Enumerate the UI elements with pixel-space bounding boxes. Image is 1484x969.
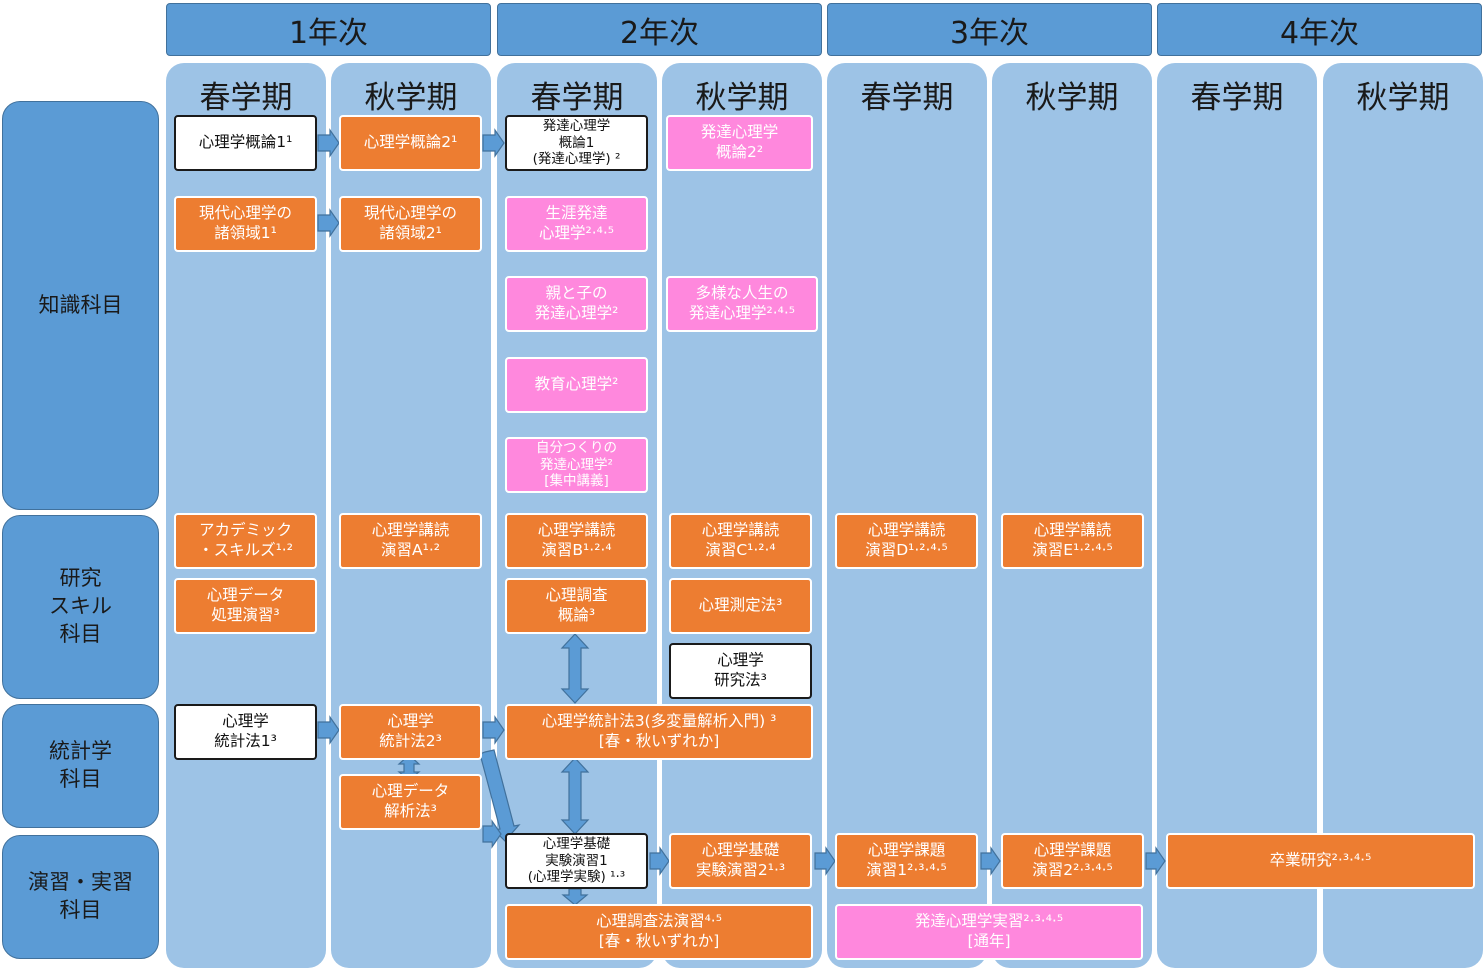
year-header-1: 1年次 bbox=[166, 3, 491, 56]
arrow-right bbox=[1145, 846, 1166, 876]
course-gairon1: 心理学概論1¹ bbox=[174, 115, 317, 171]
semester-label: 春学期 bbox=[1190, 80, 1284, 116]
course-toukei2: 心理学 統計法2³ bbox=[339, 704, 482, 760]
course-kadai2: 心理学課題 演習2²·³·⁴·⁵ bbox=[1001, 833, 1144, 889]
semester-label: 春学期 bbox=[530, 80, 624, 116]
arrow-vertical-double bbox=[560, 633, 590, 704]
semester-label: 秋学期 bbox=[695, 80, 789, 116]
year-header-3: 3年次 bbox=[827, 3, 1152, 56]
course-kenkyuho: 心理学 研究法³ bbox=[669, 643, 812, 699]
category-statistics: 統計学 科目 bbox=[2, 704, 159, 828]
arrow-right bbox=[482, 819, 502, 849]
course-data-shori: 心理データ 処理演習³ bbox=[174, 578, 317, 634]
semester-label: 秋学期 bbox=[364, 80, 458, 116]
course-kyouiku: 教育心理学² bbox=[505, 357, 648, 413]
course-kadai1: 心理学課題 演習1²·³·⁴·⁵ bbox=[835, 833, 978, 889]
year-header-2: 2年次 bbox=[497, 3, 822, 56]
course-kodoku-c: 心理学講読 演習C¹·²·⁴ bbox=[669, 513, 812, 569]
year-header-4: 4年次 bbox=[1157, 3, 1482, 56]
course-kiso1: 心理学基礎 実験演習1 (心理学実験) ¹·³ bbox=[505, 833, 648, 889]
arrow-vertical-double bbox=[560, 757, 590, 835]
course-kodoku-a: 心理学講読 演習A¹·² bbox=[339, 513, 482, 569]
arrow-right bbox=[814, 846, 836, 876]
course-tayou: 多様な人生の 発達心理学²·⁴·⁵ bbox=[666, 276, 818, 332]
category-research-skills: 研究 スキル 科目 bbox=[2, 515, 159, 699]
semester-label: 秋学期 bbox=[1025, 80, 1119, 116]
course-sokutei: 心理測定法³ bbox=[669, 578, 812, 634]
course-hattatsu-gairon1: 発達心理学 概論1 (発達心理学) ² bbox=[505, 115, 648, 171]
semester-label: 春学期 bbox=[199, 80, 293, 116]
course-gendai1: 現代心理学の 諸領域1¹ bbox=[174, 196, 317, 252]
course-academic-skills: アカデミック ・スキルズ¹·² bbox=[174, 513, 317, 569]
category-knowledge: 知識科目 bbox=[2, 101, 159, 510]
arrow-right bbox=[482, 128, 505, 158]
course-kodoku-d: 心理学講読 演習D¹·²·⁴·⁵ bbox=[835, 513, 978, 569]
arrow-right bbox=[482, 715, 505, 745]
category-practice: 演習・実習 科目 bbox=[2, 835, 159, 959]
arrow-right bbox=[317, 128, 340, 158]
course-gendai2: 現代心理学の 諸領域2¹ bbox=[339, 196, 482, 252]
course-jisshu: 発達心理学実習²·³·⁴·⁵ [通年] bbox=[835, 904, 1143, 960]
course-kiso2: 心理学基礎 実験演習2¹·³ bbox=[669, 833, 812, 889]
course-toukei1: 心理学 統計法1³ bbox=[174, 704, 317, 760]
course-data-kaiseki: 心理データ 解析法³ bbox=[339, 774, 482, 830]
arrow-down bbox=[561, 888, 589, 906]
arrow-right bbox=[649, 846, 670, 876]
course-toukei3: 心理学統計法3(多変量解析入門) ³ [春・秋いずれか] bbox=[505, 704, 813, 760]
course-shogai: 生涯発達 心理学²·⁴·⁵ bbox=[505, 196, 648, 252]
arrow-right bbox=[980, 846, 1001, 876]
arrow-right bbox=[317, 208, 340, 238]
semester-column bbox=[1323, 63, 1483, 968]
course-chousaho: 心理調査法演習⁴·⁵ [春・秋いずれか] bbox=[505, 904, 813, 960]
arrow-right bbox=[317, 715, 340, 745]
course-hattatsu-gairon2: 発達心理学 概論2² bbox=[666, 115, 813, 171]
course-kodoku-b: 心理学講読 演習B¹·²·⁴ bbox=[505, 513, 648, 569]
semester-label: 春学期 bbox=[860, 80, 954, 116]
course-gairon2: 心理学概論2¹ bbox=[339, 115, 482, 171]
semester-label: 秋学期 bbox=[1356, 80, 1450, 116]
course-jibun: 自分つくりの 発達心理学² [集中講義] bbox=[505, 437, 648, 493]
course-oyako: 親と子の 発達心理学² bbox=[505, 276, 648, 332]
semester-column bbox=[1157, 63, 1317, 968]
course-chousa-gairon: 心理調査 概論³ bbox=[505, 578, 648, 634]
course-kodoku-e: 心理学講読 演習E¹·²·⁴·⁵ bbox=[1001, 513, 1144, 569]
course-sotsugyo: 卒業研究²·³·⁴·⁵ bbox=[1166, 833, 1475, 889]
